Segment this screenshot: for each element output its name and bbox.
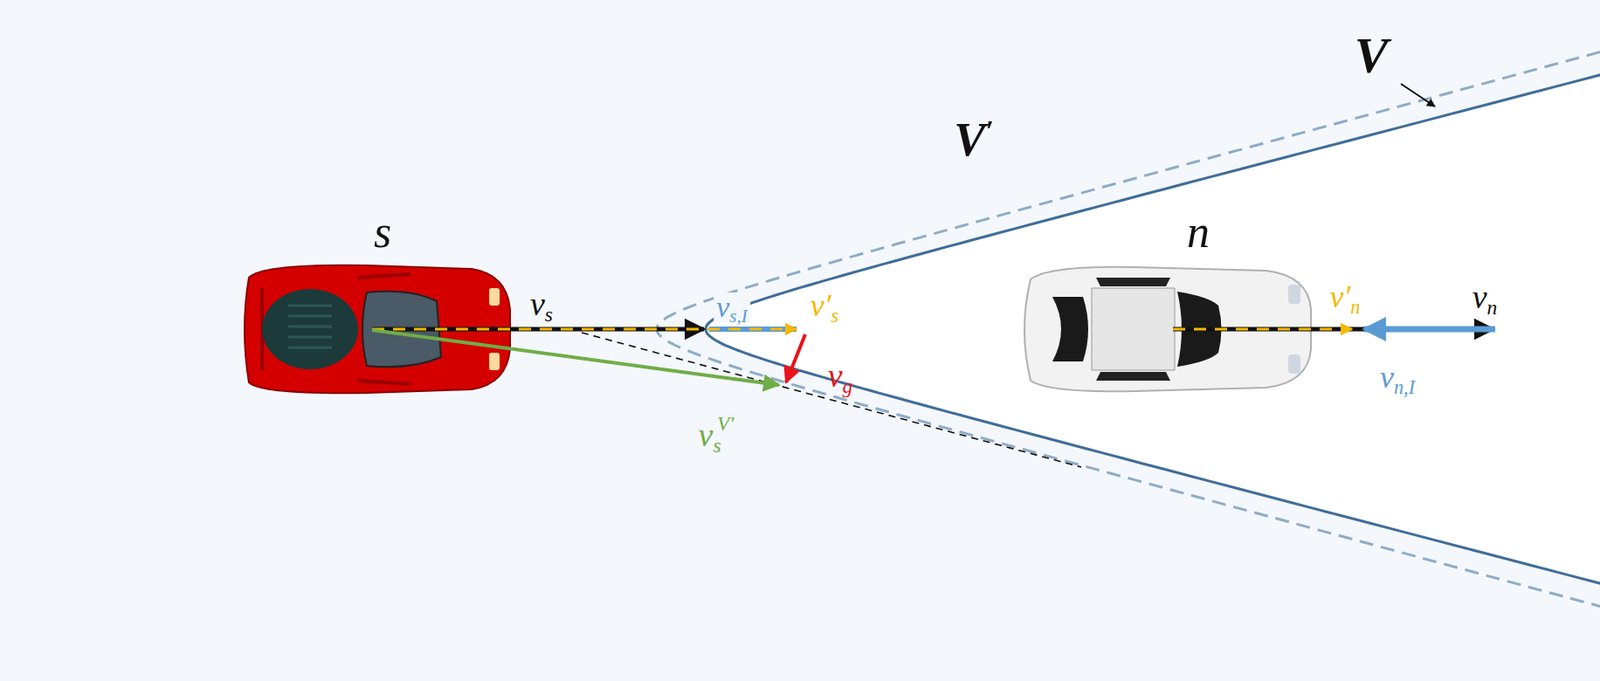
vector-label: v′s: [810, 289, 840, 322]
leader-arrow: [1400, 83, 1435, 107]
vehicle-label: s: [373, 209, 392, 256]
velocity-vectors: [372, 83, 1496, 468]
vs-prime-vector: [372, 328, 797, 332]
vector-label: vn,I: [1379, 361, 1415, 394]
vector-label: vs,I: [713, 292, 751, 323]
vo-prime-boundary: [656, 40, 1600, 618]
vo-boundary: [705, 51, 1600, 608]
vo-interior: [705, 51, 1600, 608]
vector-label: vg: [827, 358, 854, 393]
set-label: V′: [953, 116, 994, 164]
tangent-line: [581, 332, 1082, 468]
vsv-prime-vector: [372, 330, 780, 386]
vector-label: vs: [530, 287, 553, 321]
set-label: V: [1354, 30, 1389, 82]
vg-vector: [786, 334, 806, 383]
vehicle-label: n: [1186, 209, 1210, 256]
vn-prime-vector: [1172, 328, 1352, 332]
vector-label: vsV′: [698, 418, 735, 452]
vector-label: v′n: [1329, 281, 1360, 313]
vn-i-vector: [1364, 326, 1496, 333]
vector-label: vn: [1472, 280, 1498, 314]
